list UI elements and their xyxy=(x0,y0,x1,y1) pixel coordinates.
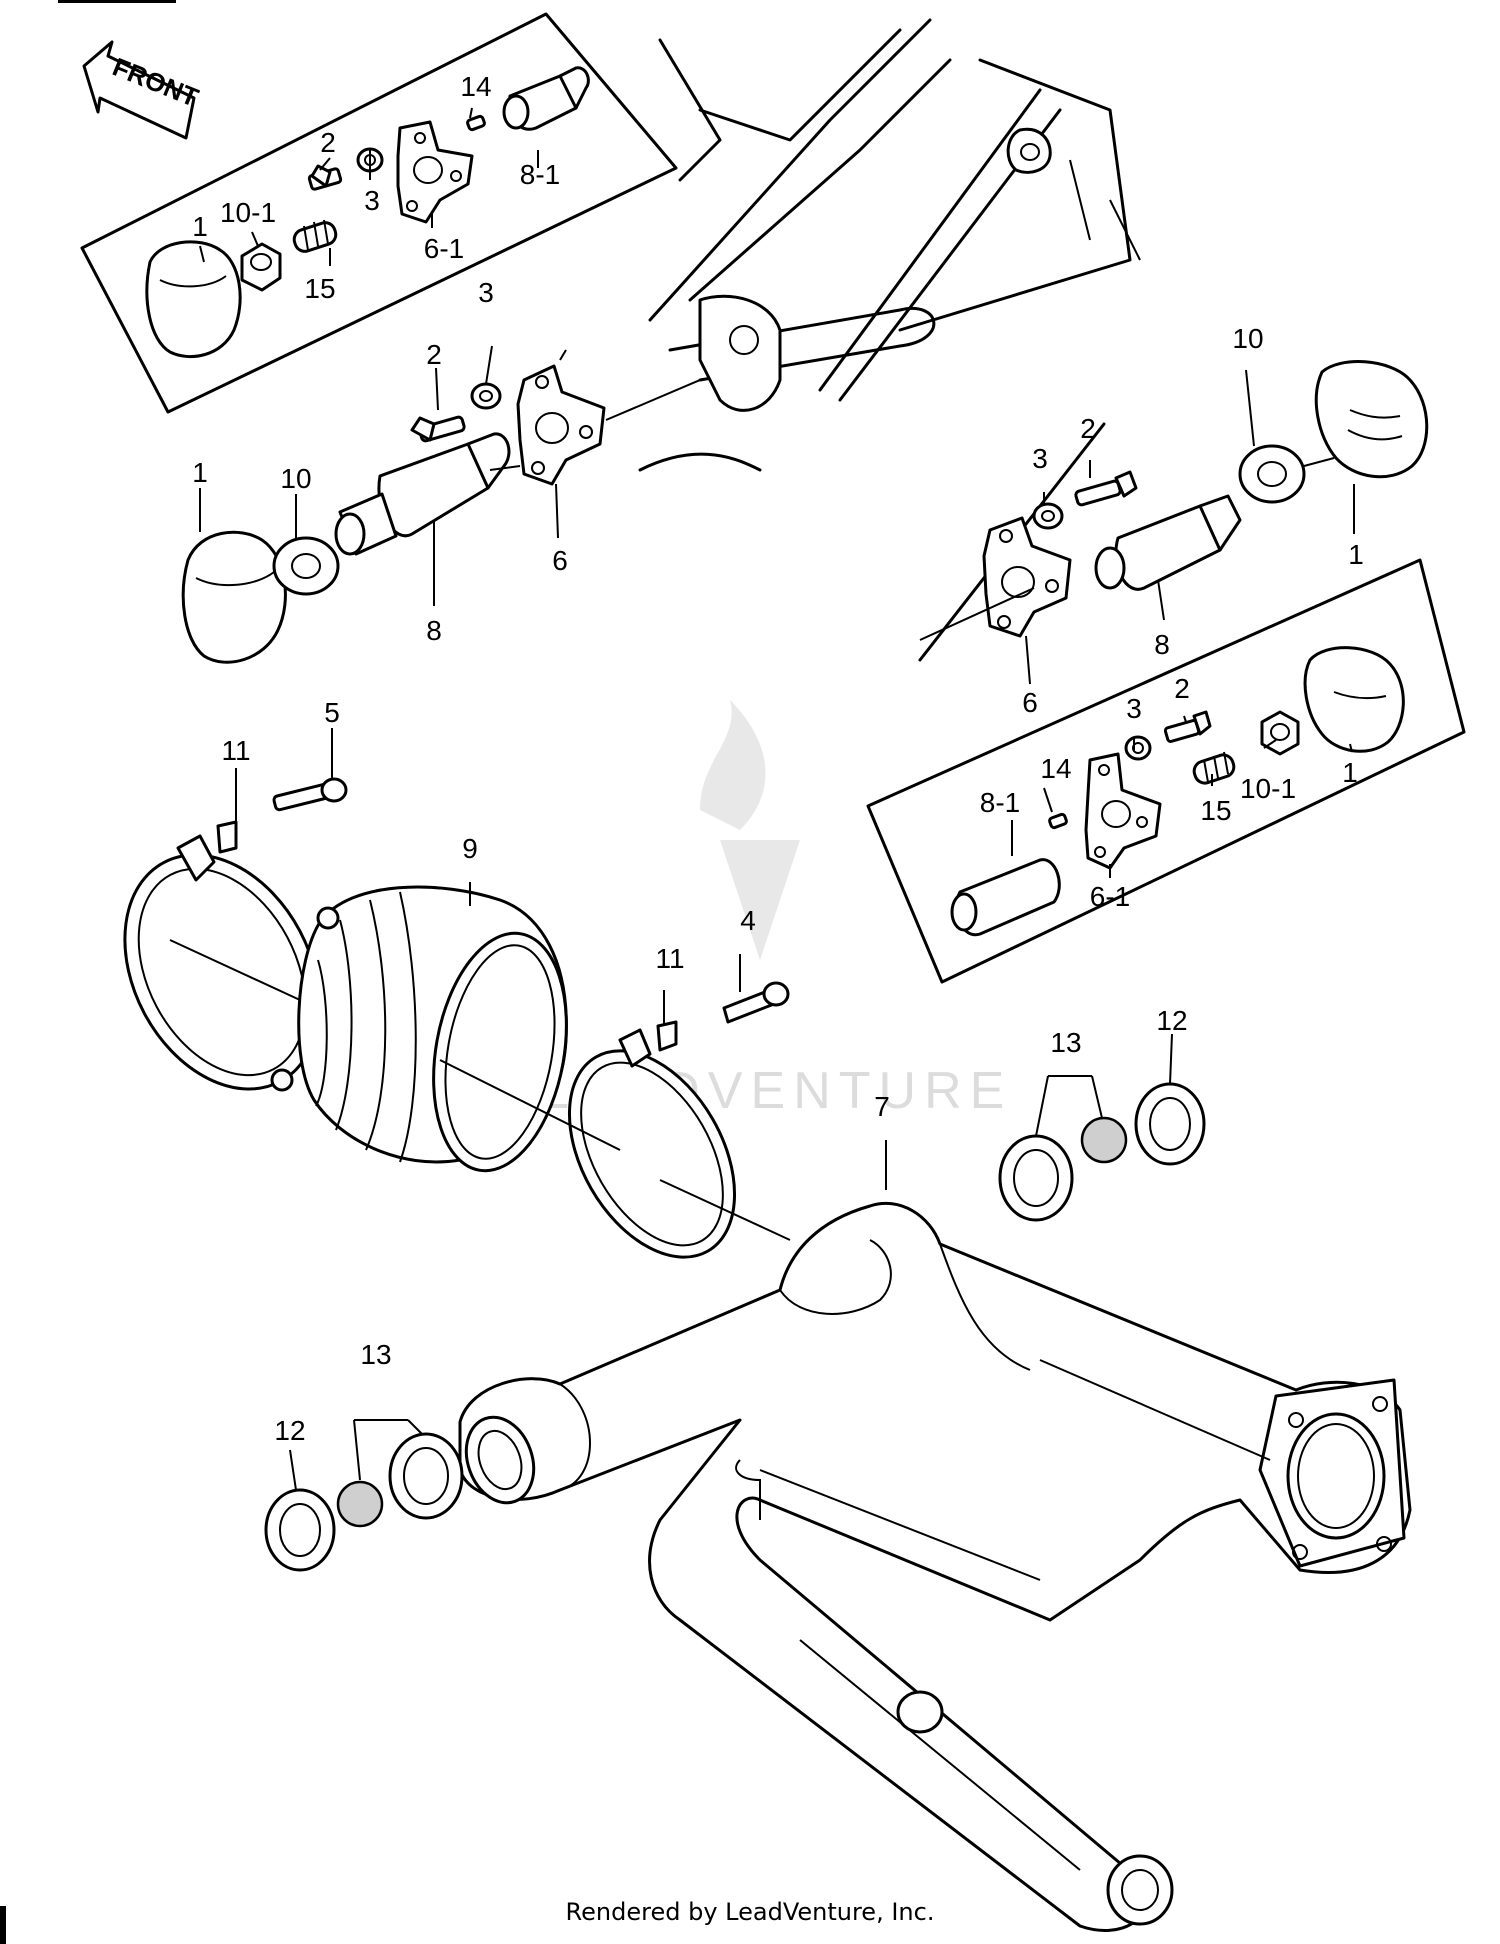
callout-bolt-5: 5 xyxy=(324,697,340,728)
part-callouts: 1 10-1 2 3 14 8-1 6-1 15 3 2 1 10 8 6 10… xyxy=(192,71,1364,1446)
callout-br-8-1: 8-1 xyxy=(980,787,1020,818)
callout-br-10-1: 10-1 xyxy=(1240,773,1296,804)
roller-bearing-part-13-l xyxy=(336,1480,384,1528)
swing-arm-part-7 xyxy=(458,1201,1412,1932)
locknut-part-10-l xyxy=(272,536,340,596)
cap-part-1-br xyxy=(1303,646,1405,753)
front-arrow-icon: FRONT xyxy=(82,40,203,140)
callout-tl-1: 1 xyxy=(192,211,208,242)
callout-tl-15: 15 xyxy=(304,273,335,304)
plate-part-6-1-br xyxy=(1084,752,1162,870)
pin-part-14-br xyxy=(1048,812,1068,830)
callout-br-14: 14 xyxy=(1040,753,1071,784)
callout-l-10: 10 xyxy=(280,463,311,494)
callout-l-6: 6 xyxy=(552,545,568,576)
locknut-part-10-r xyxy=(1238,444,1306,504)
seal-part-12-l xyxy=(264,1488,336,1572)
cap-part-1-l xyxy=(181,530,287,664)
clamp-part-11-right xyxy=(567,1049,737,1259)
callout-tl-14: 14 xyxy=(460,71,491,102)
callout-tl-2: 2 xyxy=(320,127,336,158)
boot-collar xyxy=(432,931,568,1173)
bearings-and-seals xyxy=(264,1082,1206,1572)
right-pivot-assembly xyxy=(919,360,1429,641)
callout-tl-3: 3 xyxy=(364,185,380,216)
callout-r-6: 6 xyxy=(1022,687,1038,718)
washer-part-3-l xyxy=(470,382,502,410)
corner-rule-mark xyxy=(58,0,176,3)
callout-bolt-4: 4 xyxy=(740,905,756,936)
callout-seal-12-left: 12 xyxy=(274,1415,305,1446)
callout-clamp-11-right: 11 xyxy=(655,943,684,974)
callout-br-3: 3 xyxy=(1126,693,1142,724)
callout-br-2: 2 xyxy=(1174,673,1190,704)
callout-br-6-1: 6-1 xyxy=(1090,881,1130,912)
seal-part-12-r xyxy=(1134,1082,1206,1166)
callout-br-15: 15 xyxy=(1200,795,1231,826)
cap-part-1-r xyxy=(1314,360,1429,479)
callout-boot-9: 9 xyxy=(462,833,478,864)
callout-r-10: 10 xyxy=(1232,323,1263,354)
frame-section xyxy=(638,18,1141,662)
callout-l-8: 8 xyxy=(426,615,442,646)
inset-box-top-left xyxy=(80,12,678,414)
bearing-race-part-13-l xyxy=(388,1432,464,1520)
leader-lines xyxy=(199,107,1355,1491)
bolt-part-2-r xyxy=(1074,479,1122,507)
callout-r-3: 3 xyxy=(1032,443,1048,474)
callout-l-1: 1 xyxy=(192,457,208,488)
plate-part-6-l xyxy=(516,364,606,486)
left-pivot-assembly xyxy=(181,349,701,664)
footer-credit: Rendered by LeadVenture, Inc. xyxy=(565,1898,935,1926)
callout-clamp-11-left: 11 xyxy=(221,735,250,766)
callout-l-2: 2 xyxy=(426,339,442,370)
corner-rule-mark xyxy=(0,1906,6,1944)
cap-part-1-tl xyxy=(145,240,242,359)
roller-bearing-part-13-r xyxy=(1080,1116,1128,1164)
callout-seal-12-right: 12 xyxy=(1156,1005,1187,1036)
callout-bearing-13-right: 13 xyxy=(1050,1027,1081,1058)
callout-br-1: 1 xyxy=(1342,757,1358,788)
callout-r-8: 8 xyxy=(1154,629,1170,660)
callout-tl-10-1: 10-1 xyxy=(220,197,276,228)
nut-part-10-1-tl xyxy=(240,242,282,292)
boot-and-clamps xyxy=(123,777,791,1259)
plate-part-6-r xyxy=(982,516,1072,638)
inset-box-bottom-right xyxy=(866,558,1466,984)
pin-part-14-tl xyxy=(466,114,486,132)
plate-part-6-1-tl xyxy=(396,120,474,224)
callout-bearing-13-left: 13 xyxy=(360,1339,391,1370)
callout-r-1: 1 xyxy=(1348,539,1364,570)
callout-tl-8-1: 8-1 xyxy=(520,159,560,190)
callout-r-2: 2 xyxy=(1080,413,1096,444)
nut-part-10-1-br xyxy=(1260,710,1300,756)
callout-tl-6-1: 6-1 xyxy=(424,233,464,264)
callout-l-3: 3 xyxy=(478,277,494,308)
washer-part-3-r xyxy=(1032,502,1064,530)
bearing-race-part-13-r xyxy=(998,1134,1074,1222)
washer-part-3-br xyxy=(1124,735,1152,761)
bolt-part-2-br xyxy=(1163,719,1201,743)
callout-swingarm-7: 7 xyxy=(874,1091,890,1122)
